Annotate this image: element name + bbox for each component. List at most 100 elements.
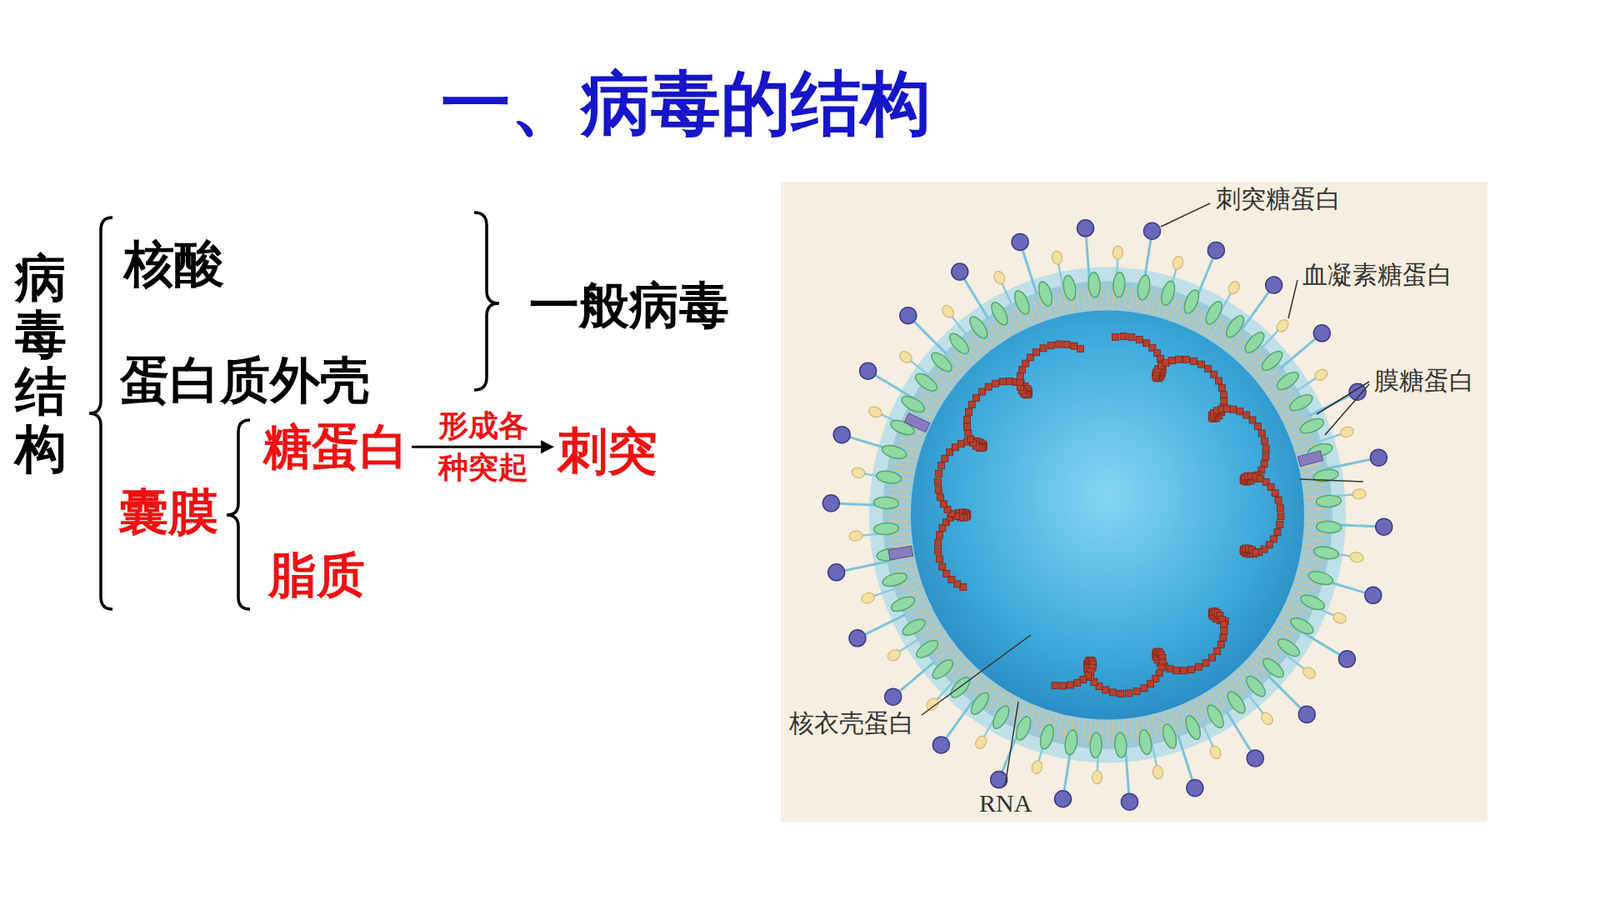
arrowhead [540,440,555,454]
nucleocapsid-protein [935,486,942,494]
nucleocapsid-protein [1133,688,1140,695]
lipid-molecule [1152,293,1158,315]
hemagglutinin-glycoprotein [1300,665,1318,681]
nucleocapsid-protein [1202,659,1210,666]
leader-lines [921,203,1370,786]
nucleocapsid-protein [1074,679,1081,686]
part-label: RNA [977,789,1034,819]
lipid-molecule [1233,675,1247,692]
lipid-molecule [923,391,941,404]
nucleocapsid-protein [940,500,947,508]
hemagglutinin-glycoprotein [885,647,903,664]
nucleocapsid-protein [935,547,942,555]
rna-strand [1115,336,1282,555]
nucleocapsid-protein [1215,377,1222,385]
hemagglutinin-glycoprotein [850,466,866,479]
nucleocapsid-protein [1271,490,1279,497]
hemagglutinin-glycoprotein [1274,317,1291,335]
rna-strand [1055,611,1225,695]
nucleocapsid-protein [1112,333,1120,340]
hemagglutinin-glycoprotein [1151,765,1165,780]
hemagglutinin-glycoprotein [897,349,915,365]
nucleocapsid-protein [1195,663,1203,670]
hemagglutinin-stalk [951,315,967,335]
hemagglutinin-glycoprotein [1030,759,1044,775]
membrane-glycoprotein [929,656,956,682]
membrane-glycoprotein [968,690,993,718]
spike-glycoprotein [1077,220,1095,237]
nucleocapsid-protein [1236,408,1244,415]
lipid-molecule [955,663,970,680]
membrane-glycoprotein [1243,673,1269,700]
nucleocapsid-protein [935,470,943,477]
spike-glycoprotein [860,362,877,380]
illustration-background [780,181,1488,822]
membrane-glycoprotein [1315,520,1342,535]
nucleocapsid-protein [965,430,972,437]
leader-line [1160,203,1210,227]
spike-stalk [1241,291,1269,330]
nucleocapsid-protein [1140,685,1148,692]
spike-stalk [945,700,973,739]
nucleocapsid-protein [943,570,950,577]
lipid-molecule [1057,293,1063,315]
nucleocapsid-protein [1258,430,1265,437]
membrane-glycoprotein [1135,274,1152,301]
membrane-glycoprotein [1299,592,1327,613]
membrane-glycoprotein [1307,569,1335,588]
lipid-molecule [1158,714,1164,735]
concept-text: 脂质 [265,547,369,604]
nucleocapsid-protein [1173,666,1180,674]
nucleocapsid-protein [935,478,942,485]
lipid-molecule [895,567,916,574]
lipid-molecule [894,561,915,567]
lipid-molecule [1088,720,1090,743]
spike-stalk [1022,250,1037,295]
hemagglutinin-stalk [1319,434,1342,442]
lipid-molecule [1304,489,1325,492]
membrane-glycoprotein [1202,299,1225,327]
spike-glycoprotein [1143,222,1160,240]
rna-strand [938,344,1081,588]
lipid-molecule [1082,288,1085,310]
spike-glycoprotein [1313,325,1330,342]
membrane-glycoprotein [1241,329,1267,356]
hemagglutinin-glycoprotein [1331,610,1348,625]
lipid-molecule [1112,720,1115,743]
spike-stalk [844,561,889,571]
spike-glycoprotein [1265,276,1283,294]
spike-glycoprotein [900,307,917,325]
hemagglutinin-glycoprotein [1171,255,1185,271]
lipid-molecule [1304,482,1325,486]
title: 一、病毒的结构 [440,63,931,145]
hemagglutinin-glycoprotein [867,405,884,420]
membrane-glycoprotein [899,393,927,416]
membrane-glycoprotein [873,522,900,536]
nucleocapsid-protein [1209,654,1216,661]
membrane-glycoprotein [1275,635,1303,660]
concept-text: 囊膜 [115,483,222,541]
nucleocapsid-protein [1217,640,1225,648]
lipid-molecule [1124,287,1126,310]
lipid-molecule [890,538,911,541]
lipid-molecule [1233,338,1247,355]
membrane-glycoprotein [1287,391,1315,415]
lipid-molecule [1130,720,1133,742]
node-text: 囊膜 [118,483,219,541]
spike-glycoprotein [1246,750,1264,767]
node-text: 糖蛋白 [263,419,409,475]
hemagglutinin-stalk [1296,378,1317,392]
nucleocapsid-protein [1220,391,1227,399]
membrane-glycoprotein [873,496,900,510]
nucleocapsid-protein [1120,333,1127,340]
brace [474,212,500,390]
envelope-halo [869,267,1346,764]
lipid-bilayer [882,280,1333,750]
nucleocapsid-protein [1197,360,1205,368]
lipid-molecule [900,438,921,446]
lipid-molecule [1130,288,1133,310]
membrane-glycoprotein [1037,723,1056,751]
membrane-glycoprotein [1288,615,1316,638]
lipid-molecule [900,584,921,592]
hemagglutinin-stalk [936,682,953,700]
